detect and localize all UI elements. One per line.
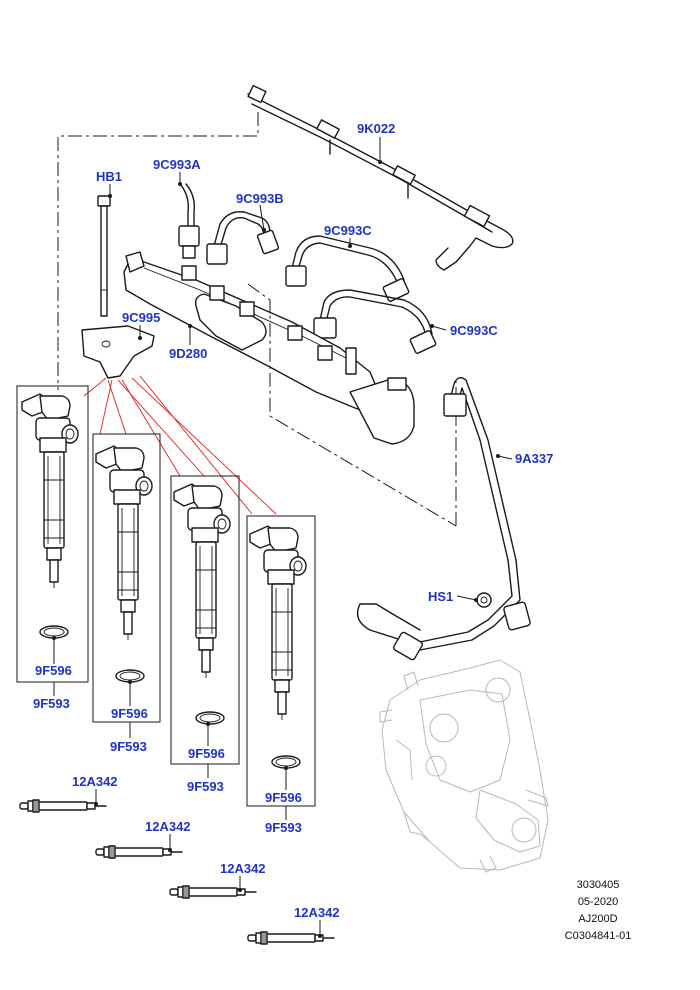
leader-lines — [52, 137, 513, 938]
glow-plug-3 — [169, 885, 257, 899]
injector-4-group — [246, 515, 316, 807]
pipe-bolt — [476, 592, 492, 608]
injector-pipe-3 — [285, 235, 410, 302]
label-injector-4[interactable]: 9F593 — [265, 820, 302, 835]
clamp-fan-lines — [83, 375, 277, 515]
injector-pipe-4 — [313, 289, 437, 354]
callout-labels: 9K022 9C993A 9C993B 9C993C 9C993C HB1 9C… — [33, 121, 553, 920]
injector-2-group — [92, 433, 161, 723]
label-injector-1-seal[interactable]: 9F596 — [35, 663, 72, 678]
label-injector-3[interactable]: 9F593 — [187, 779, 224, 794]
label-fuel-rail-harness[interactable]: 9K022 — [357, 121, 395, 136]
label-fuel-rail[interactable]: 9D280 — [169, 346, 207, 361]
footer-line-1: 3030405 — [577, 879, 620, 891]
fuel-rail-harness — [247, 84, 514, 271]
glow-plug-4 — [247, 931, 335, 945]
glow-plug-2 — [95, 845, 183, 859]
label-glow-plug-1[interactable]: 12A342 — [72, 774, 118, 789]
high-pressure-pump — [379, 659, 549, 873]
label-injector-pipe-4[interactable]: 9C993C — [450, 323, 498, 338]
label-glow-plug-4[interactable]: 12A342 — [294, 905, 340, 920]
label-glow-plug-2[interactable]: 12A342 — [145, 819, 191, 834]
label-injector-pipe-1[interactable]: 9C993A — [153, 157, 201, 172]
label-hold-down-bolt[interactable]: HB1 — [96, 169, 122, 184]
label-injector-2-seal[interactable]: 9F596 — [111, 706, 148, 721]
label-supply-pipe[interactable]: 9A337 — [515, 451, 553, 466]
label-injector-3-seal[interactable]: 9F596 — [188, 746, 225, 761]
footer-line-3: AJ200D — [578, 913, 617, 925]
label-glow-plug-3[interactable]: 12A342 — [220, 861, 266, 876]
hold-down-bolt — [97, 195, 111, 317]
injector-clamp — [81, 325, 155, 379]
injector-pipe-2 — [206, 211, 280, 265]
label-injector-1[interactable]: 9F593 — [33, 696, 70, 711]
label-pipe-bolt[interactable]: HS1 — [428, 589, 453, 604]
fuel-rail — [123, 251, 415, 445]
footer-line-4: C0304841-01 — [565, 930, 632, 942]
injector-pipe-1 — [178, 183, 200, 259]
label-injector-4-seal[interactable]: 9F596 — [265, 790, 302, 805]
label-injector-pipe-3[interactable]: 9C993C — [324, 223, 372, 238]
assembly-lines — [57, 112, 457, 527]
footer-line-2: 05-2020 — [578, 896, 618, 908]
label-injector-clamp[interactable]: 9C995 — [122, 310, 160, 325]
injector-3-group — [170, 475, 240, 765]
supply-pipe — [356, 377, 531, 661]
label-injector-2[interactable]: 9F593 — [110, 739, 147, 754]
label-injector-pipe-2[interactable]: 9C993B — [236, 191, 284, 206]
reference-footer: 3030405 05-2020 AJ200D C0304841-01 — [565, 879, 632, 942]
glow-plug-1 — [19, 799, 107, 813]
